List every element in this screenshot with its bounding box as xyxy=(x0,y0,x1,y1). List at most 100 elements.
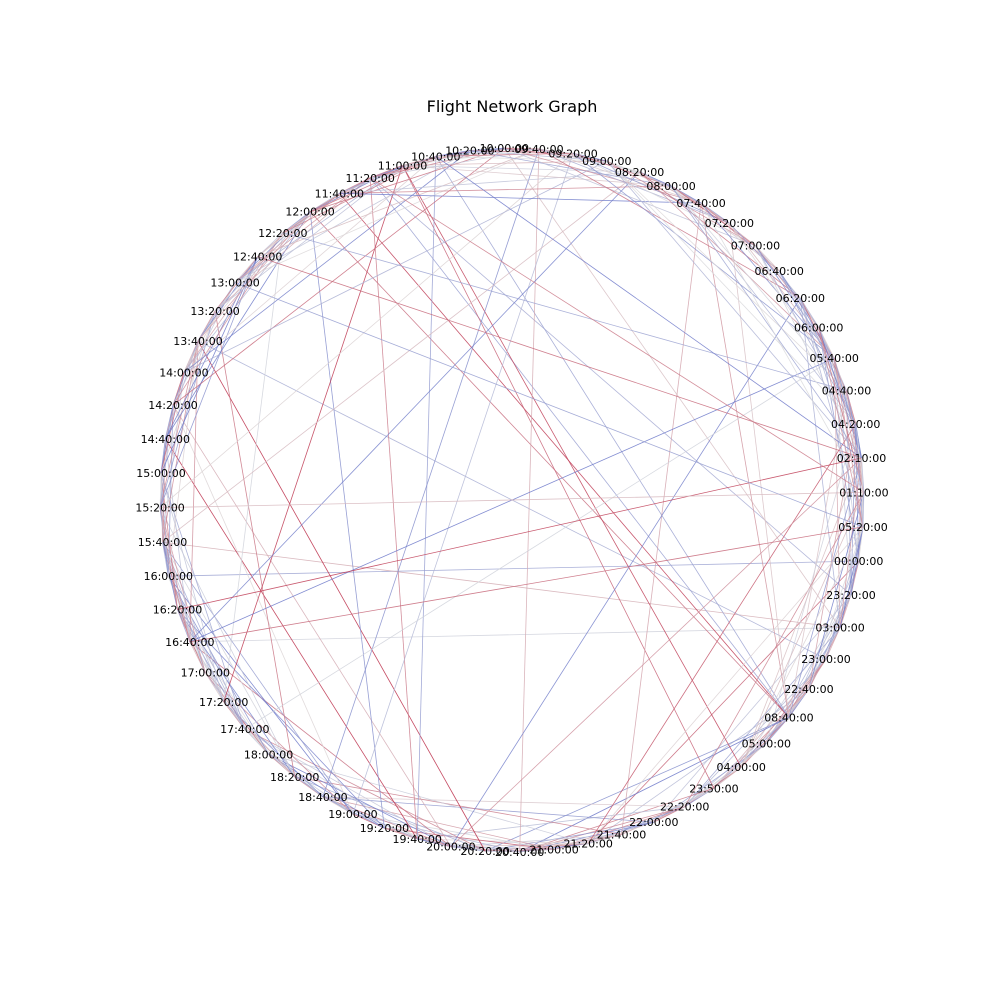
edge-211 xyxy=(162,372,185,543)
edge-276 xyxy=(309,147,505,213)
node-label-47: 09:40:00 xyxy=(514,143,563,156)
edge-113 xyxy=(322,796,555,850)
edge-366 xyxy=(818,327,847,391)
edge-207 xyxy=(167,405,174,577)
edge-316 xyxy=(538,148,801,299)
edge-215 xyxy=(159,438,166,508)
node-label-39: 12:20:00 xyxy=(258,227,307,240)
node-label-14: 20:40:00 xyxy=(495,846,544,859)
node-label-36: 13:20:00 xyxy=(190,305,239,318)
edge-246 xyxy=(197,282,236,342)
node-label-7: 04:00:00 xyxy=(716,761,765,774)
edge-260 xyxy=(234,148,540,284)
edge-301 xyxy=(435,155,862,459)
node-label-28: 16:00:00 xyxy=(144,570,193,583)
edge-284 xyxy=(370,155,436,179)
edge-47 xyxy=(587,688,810,845)
edge-344 xyxy=(700,202,835,359)
edge-383 xyxy=(862,492,865,527)
node-label-60: 04:20:00 xyxy=(831,418,880,431)
edge-40 xyxy=(684,658,827,807)
edge-263 xyxy=(257,211,311,257)
edge-60 xyxy=(435,156,790,718)
edge-140 xyxy=(416,156,437,840)
edge-228 xyxy=(164,372,185,440)
edge-249 xyxy=(197,211,311,342)
node-label-11: 21:40:00 xyxy=(597,829,646,842)
node-label-13: 21:00:00 xyxy=(529,844,578,857)
edge-64 xyxy=(788,457,862,718)
edge-241 xyxy=(183,211,311,373)
edge-335 xyxy=(670,185,730,224)
edge-254 xyxy=(234,256,259,283)
node-label-20: 18:40:00 xyxy=(298,791,347,804)
node-label-46: 10:00:00 xyxy=(480,142,529,155)
node-label-61: 02:10:00 xyxy=(837,452,886,465)
edge-184 xyxy=(160,472,225,703)
node-label-layer: 00:00:0023:20:0003:00:0023:00:0022:40:00… xyxy=(135,142,888,859)
edge-29 xyxy=(189,627,841,643)
edge-377 xyxy=(846,390,865,493)
edge-35 xyxy=(839,526,864,628)
node-label-21: 18:20:00 xyxy=(270,771,319,784)
edge-82 xyxy=(621,806,685,835)
edge-327 xyxy=(606,160,856,425)
edge-124 xyxy=(197,340,486,852)
edge-80 xyxy=(402,165,715,789)
edge-18 xyxy=(369,177,852,596)
edge-129 xyxy=(268,753,452,848)
node-label-62: 01:10:00 xyxy=(839,486,888,499)
edge-252 xyxy=(214,177,371,312)
edge-31 xyxy=(503,147,841,628)
edge-205 xyxy=(159,507,169,577)
edge-36 xyxy=(788,658,827,718)
node-label-2: 03:00:00 xyxy=(815,622,864,635)
edge-42 xyxy=(825,526,864,660)
edge-179 xyxy=(244,357,835,730)
edge-87 xyxy=(322,796,685,808)
edge-123 xyxy=(244,728,486,852)
node-label-43: 11:00:00 xyxy=(378,160,427,173)
edge-310 xyxy=(504,147,756,247)
node-label-48: 09:20:00 xyxy=(548,147,597,160)
edge-278 xyxy=(339,165,403,194)
edge-330 xyxy=(639,171,702,204)
edge-145 xyxy=(309,211,385,829)
edge-197 xyxy=(189,171,640,643)
edge-380 xyxy=(855,423,864,527)
edge-162 xyxy=(177,609,296,778)
node-label-52: 07:40:00 xyxy=(676,197,725,210)
node-label-42: 11:20:00 xyxy=(345,172,394,185)
edge-355 xyxy=(778,270,820,328)
node-label-27: 16:20:00 xyxy=(153,604,202,617)
edge-238 xyxy=(183,310,216,373)
edge-57 xyxy=(309,211,790,718)
edge-213 xyxy=(162,171,640,543)
edge-345 xyxy=(700,202,865,493)
node-label-19: 19:00:00 xyxy=(328,808,377,821)
node-label-50: 08:20:00 xyxy=(615,166,664,179)
edge-186 xyxy=(223,165,403,703)
edge-127 xyxy=(352,813,452,848)
node-label-57: 06:00:00 xyxy=(794,321,843,334)
node-label-15: 20:20:00 xyxy=(460,845,509,858)
edge-340 xyxy=(670,185,862,459)
edge-323 xyxy=(606,160,672,187)
node-label-51: 08:00:00 xyxy=(646,180,695,193)
edge-23 xyxy=(850,526,864,595)
edge-258 xyxy=(234,165,403,284)
node-label-30: 15:20:00 xyxy=(135,502,184,515)
edge-250 xyxy=(214,256,259,312)
edge-107 xyxy=(587,526,864,844)
edge-374 xyxy=(833,358,864,527)
edge-120 xyxy=(417,838,486,852)
edge-139 xyxy=(369,177,418,840)
edge-225 xyxy=(160,310,216,474)
edge-77 xyxy=(653,787,715,823)
edge-118 xyxy=(519,148,540,852)
edge-271 xyxy=(282,232,847,391)
edge-165 xyxy=(214,310,296,777)
node-label-34: 14:00:00 xyxy=(159,366,208,379)
edge-115 xyxy=(450,846,520,853)
edge-93 xyxy=(322,796,654,823)
